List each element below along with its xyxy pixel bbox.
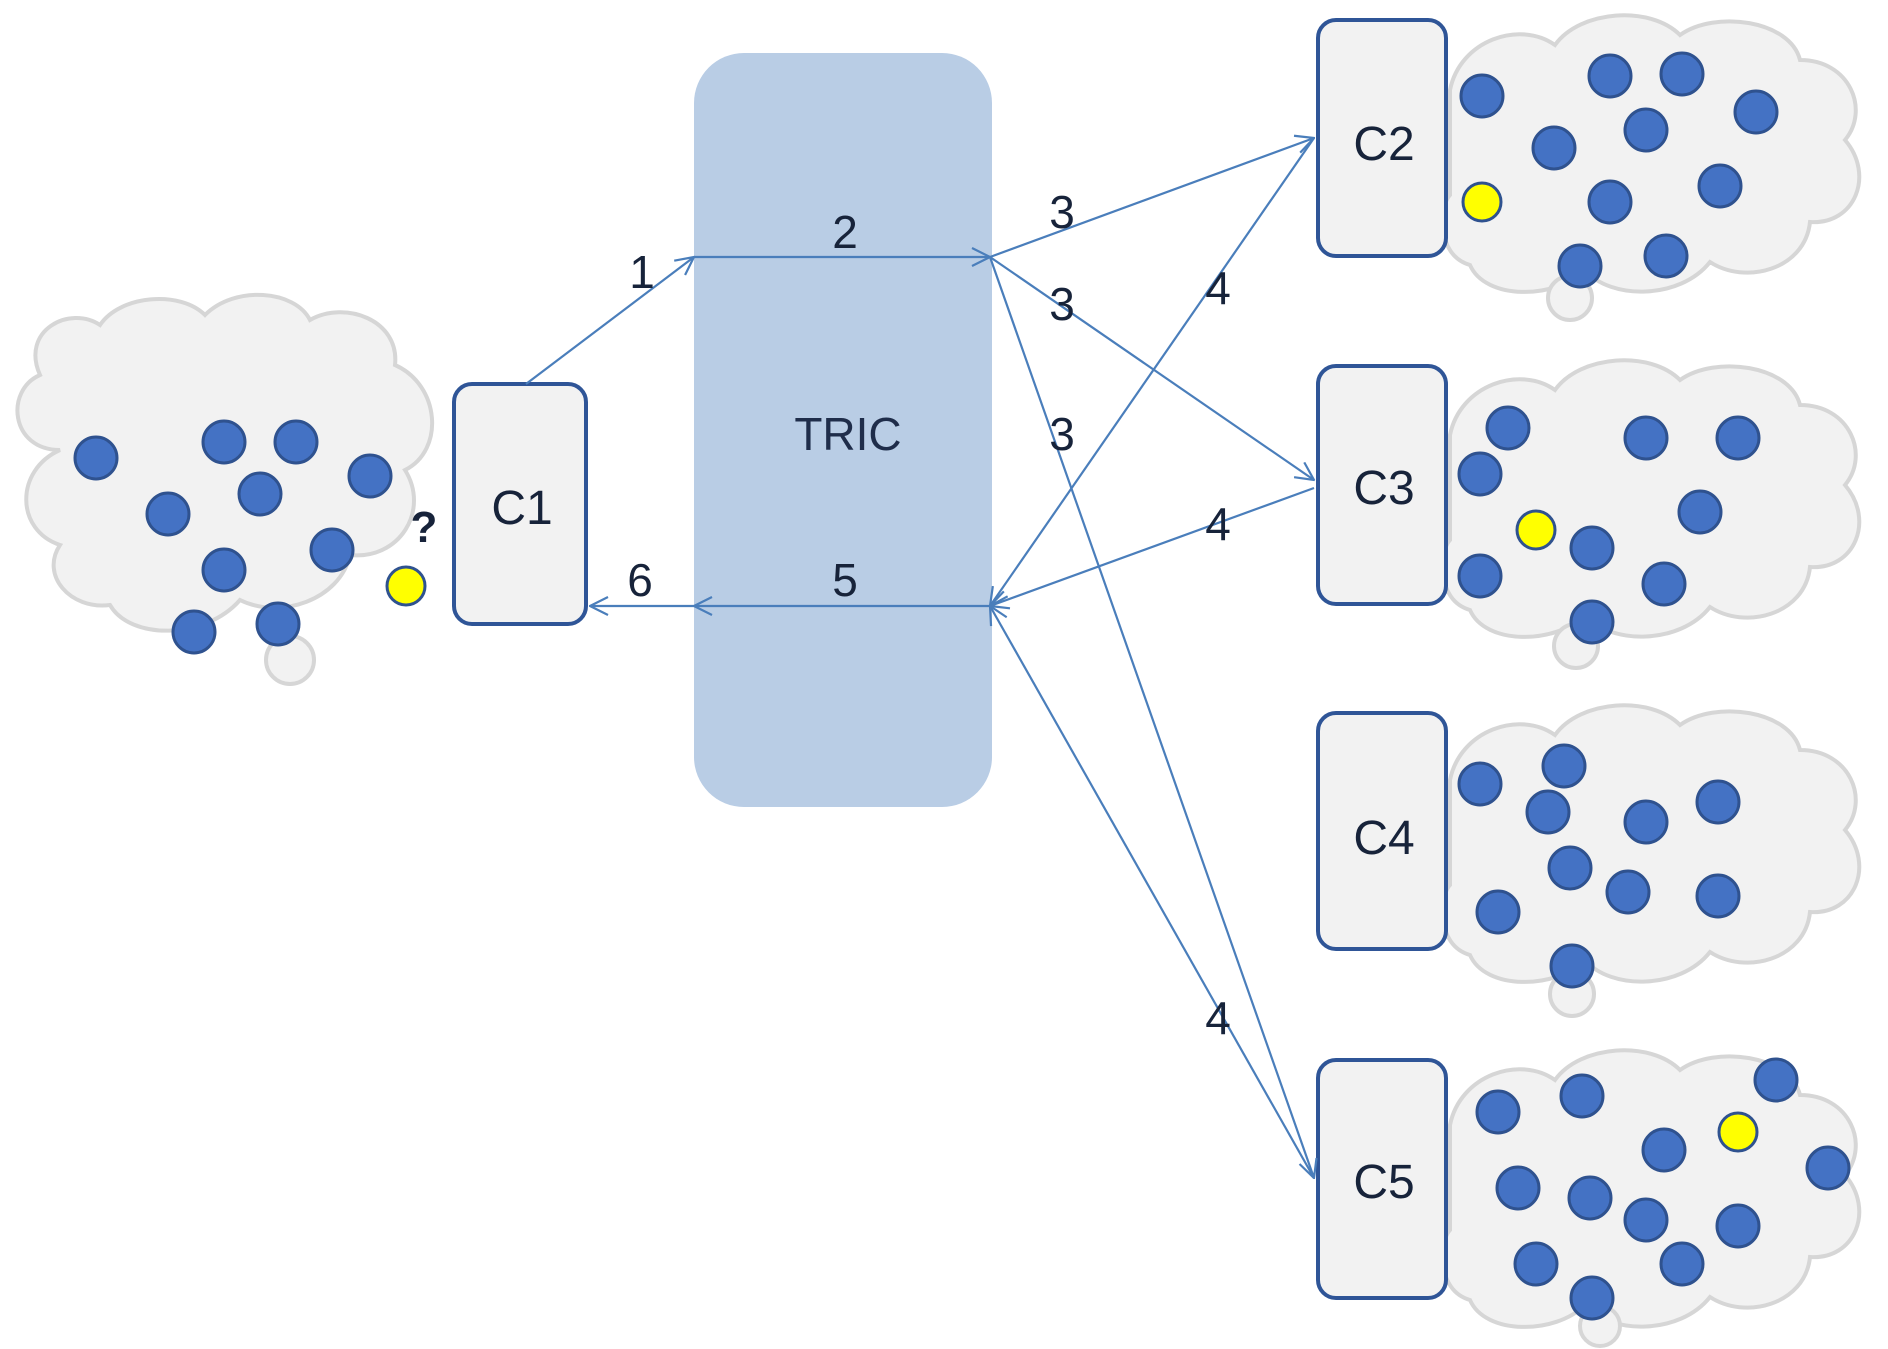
- member-dot: [1569, 525, 1615, 571]
- member-dot: [237, 471, 283, 517]
- member-dot: [1475, 1089, 1521, 1135]
- member-dot: [273, 419, 319, 465]
- member-dot: [1569, 599, 1615, 645]
- step-label-3a: 3: [1049, 186, 1075, 238]
- member-dot: [1459, 73, 1505, 119]
- member-dot: [347, 453, 393, 499]
- member-dot: [145, 491, 191, 537]
- member-dot: [309, 527, 355, 573]
- step-label-4b: 4: [1205, 498, 1231, 550]
- member-dot: [1715, 1203, 1761, 1249]
- member-dot: [1695, 873, 1741, 919]
- query-mark: ?: [411, 503, 438, 552]
- member-dot: [1475, 889, 1521, 935]
- arrow-step-3-c2: [989, 138, 1314, 259]
- member-dot: [1547, 845, 1593, 891]
- cloud-c5: [1440, 1048, 1862, 1348]
- node-c2-label: C2: [1353, 118, 1414, 171]
- member-dot: [1557, 243, 1603, 289]
- step-label-1: 1: [629, 246, 655, 298]
- node-c5-label: C5: [1353, 1156, 1414, 1209]
- member-dot: [73, 435, 119, 481]
- node-c1: C1: [452, 382, 588, 626]
- cloud-c2: [1440, 13, 1862, 322]
- target-dot-unknown: [385, 565, 427, 607]
- member-dot: [171, 609, 217, 655]
- member-dot: [1605, 869, 1651, 915]
- node-c3: C3: [1316, 364, 1448, 606]
- step-label-4c: 4: [1205, 992, 1231, 1044]
- arrow-step-1: [525, 257, 694, 385]
- node-c2: C2: [1316, 18, 1448, 258]
- member-dot: [201, 547, 247, 593]
- member-dot: [1567, 1175, 1613, 1221]
- member-dot: [1641, 1127, 1687, 1173]
- step-label-2: 2: [832, 206, 858, 258]
- arrow-step-4-c2: [990, 137, 1315, 606]
- cloud-c1: ?: [15, 293, 438, 686]
- member-dot: [1495, 1165, 1541, 1211]
- member-dot: [1513, 1241, 1559, 1287]
- member-dot: [1587, 53, 1633, 99]
- member-dot: [1623, 415, 1669, 461]
- member-dot: [1457, 761, 1503, 807]
- member-dot: [1569, 1275, 1615, 1321]
- arrow-step-3-c5: [988, 256, 1314, 1178]
- node-c1-label: C1: [491, 482, 552, 535]
- arrow-step-4-c3: [990, 486, 1315, 606]
- member-dot: [1641, 561, 1687, 607]
- member-dot: [1549, 943, 1595, 989]
- node-c4-label: C4: [1353, 812, 1414, 865]
- arrow-step-4-c5: [990, 606, 1315, 1179]
- member-dot: [1541, 743, 1587, 789]
- target-dot: [1515, 509, 1557, 551]
- member-dot: [1587, 179, 1633, 225]
- member-dot: [1659, 1241, 1705, 1287]
- member-dot: [1525, 789, 1571, 835]
- member-dot: [1677, 489, 1723, 535]
- step-label-3b: 3: [1049, 278, 1075, 330]
- step-label-4a: 4: [1205, 262, 1231, 314]
- member-dot: [1643, 233, 1689, 279]
- target-dot: [1461, 181, 1503, 223]
- member-dot: [1659, 51, 1705, 97]
- node-c5: C5: [1316, 1058, 1448, 1300]
- member-dot: [1697, 163, 1743, 209]
- member-dot: [201, 419, 247, 465]
- tric-label: TRIC: [794, 408, 901, 460]
- member-dot: [1559, 1073, 1605, 1119]
- step-label-3c: 3: [1049, 408, 1075, 460]
- step-label-6: 6: [627, 554, 653, 606]
- member-dot: [1623, 107, 1669, 153]
- member-dot: [1457, 553, 1503, 599]
- step-labels: 1 2 3 3 3 4 4 4 5 6: [627, 186, 1231, 1044]
- cloud-c4: [1440, 703, 1862, 1018]
- step-label-5: 5: [832, 554, 858, 606]
- member-dot: [1531, 125, 1577, 171]
- node-c3-label: C3: [1353, 462, 1414, 515]
- member-dot: [1695, 779, 1741, 825]
- member-dot: [1623, 799, 1669, 845]
- member-dot: [1753, 1057, 1799, 1103]
- flow-arrows: [525, 137, 1315, 1179]
- node-c4: C4: [1316, 711, 1448, 951]
- cloud-c3: [1440, 358, 1862, 670]
- arrow-step-3-c3: [989, 256, 1314, 480]
- member-dot: [1715, 415, 1761, 461]
- member-dot: [1623, 1197, 1669, 1243]
- tric-node: TRIC: [694, 53, 992, 807]
- member-dot: [1733, 89, 1779, 135]
- target-dot: [1717, 1111, 1759, 1153]
- member-dot: [1485, 405, 1531, 451]
- member-dot: [255, 601, 301, 647]
- member-dot: [1805, 1145, 1851, 1191]
- member-dot: [1457, 451, 1503, 497]
